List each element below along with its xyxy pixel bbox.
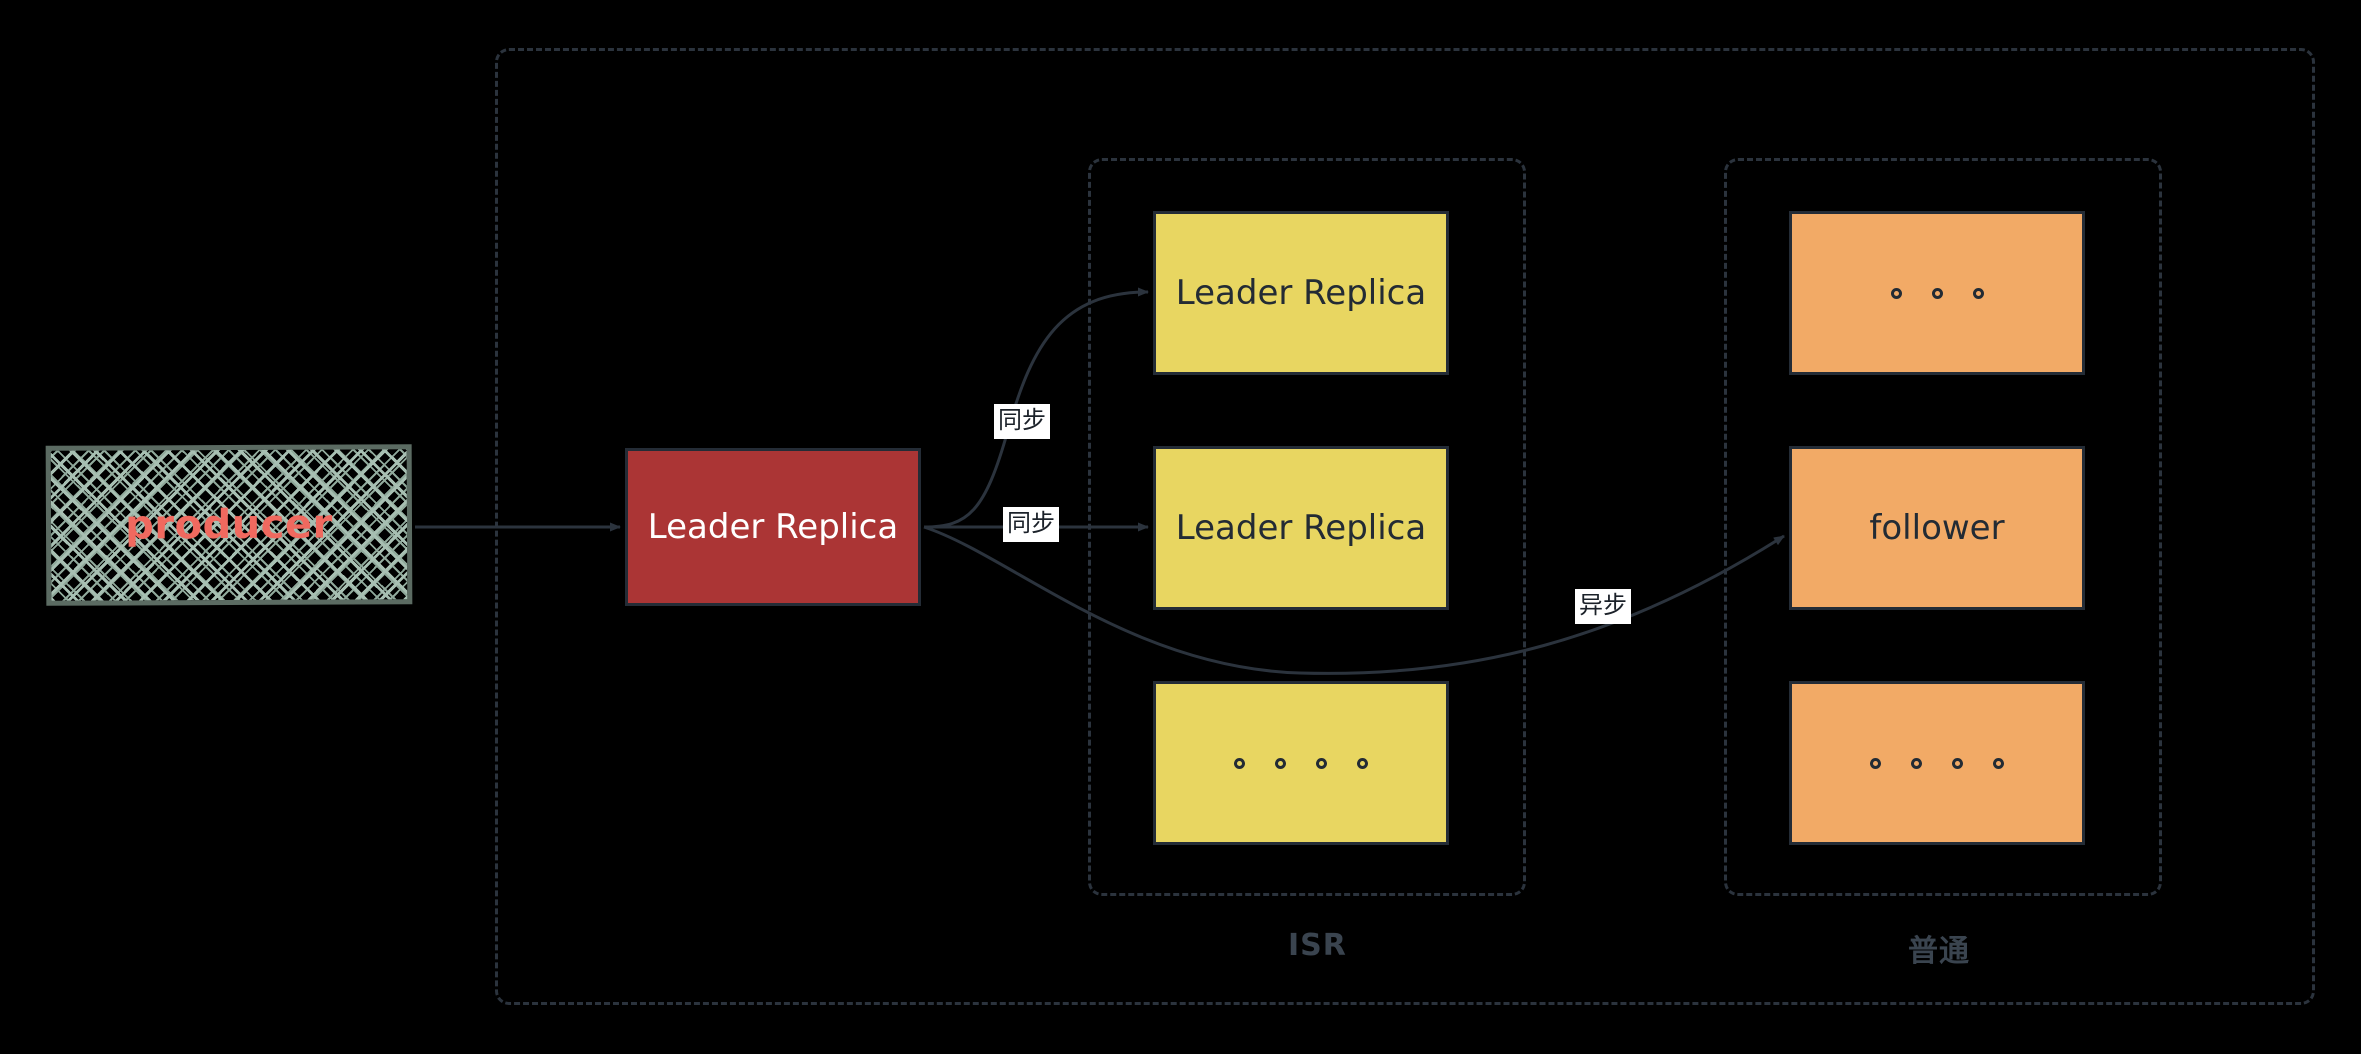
node-follower[interactable]: follower [1789,446,2085,610]
edge-label-sync-top: 同步 [994,404,1050,439]
node-follower-label: follower [1869,508,2005,548]
node-producer[interactable]: producer [45,444,413,606]
dot-glyph [1275,757,1286,769]
dot-glyph [1316,757,1327,769]
dot-glyph [1911,757,1922,769]
node-normal-ellipsis-top[interactable] [1789,211,2085,375]
node-normal-ellipsis-bottom[interactable] [1789,681,2085,845]
dot-glyph [1890,287,1902,299]
cluster-normal-group [1724,158,2162,896]
node-isr-ellipsis[interactable] [1153,681,1449,845]
dot-glyph [1870,757,1881,769]
cluster-isr-group [1088,158,1526,896]
node-isr-leader-replica-2[interactable]: Leader Replica [1153,446,1449,610]
dot-glyph [1952,757,1963,769]
node-isr-leader-replica-2-label: Leader Replica [1175,508,1427,548]
dot-glyph [1931,287,1943,299]
ellipsis-dots-icon [1870,757,2004,769]
edge-label-async: 异步 [1575,589,1631,624]
edge-leader-to-follower [923,525,1785,675]
node-isr-leader-replica-1[interactable]: Leader Replica [1153,211,1449,375]
ellipsis-dots-icon [1890,287,1984,299]
dot-glyph [1357,757,1368,769]
isr-group-label: ISR [1288,928,1347,963]
ellipsis-dots-icon [1234,757,1368,769]
cluster-outer-group [495,48,2315,1005]
edge-label-sync-middle: 同步 [1003,507,1059,542]
dot-glyph [1234,757,1245,769]
normal-group-label: 普通 [1908,934,1970,969]
node-isr-leader-replica-1-label: Leader Replica [1175,273,1427,313]
node-leader-replica-main[interactable]: Leader Replica [625,448,921,606]
dot-glyph [1993,757,2004,769]
node-producer-label: producer [125,501,333,549]
dot-glyph [1972,287,1984,299]
node-leader-replica-main-label: Leader Replica [647,507,899,547]
